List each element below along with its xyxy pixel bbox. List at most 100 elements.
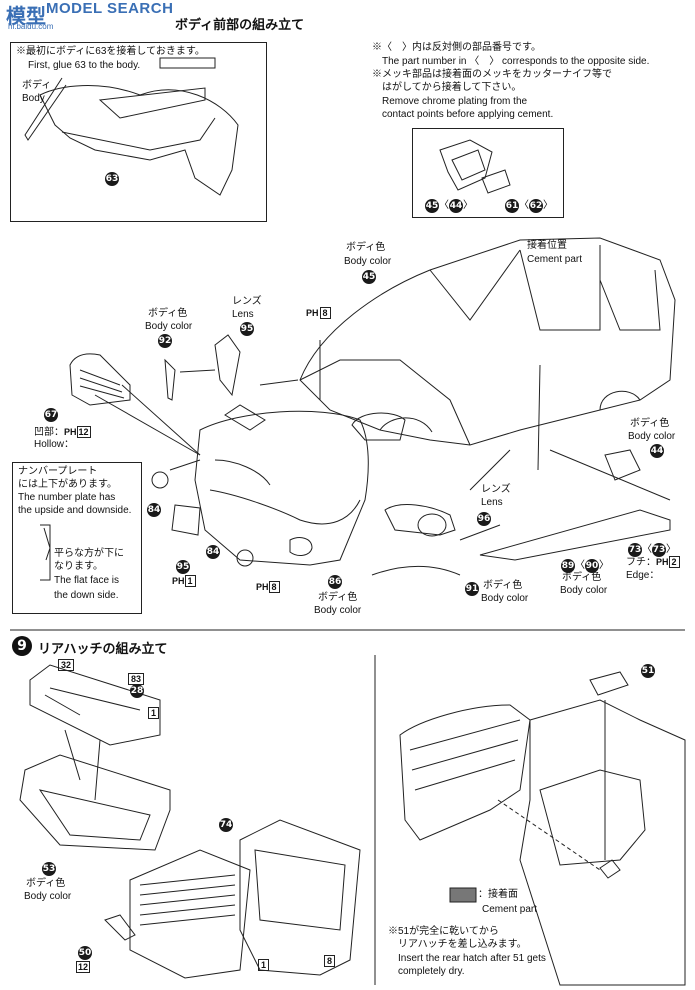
body-color-en-86: Body color xyxy=(314,605,362,616)
note-opposite-en: The part number in 〈 〉 corresponds to th… xyxy=(382,56,650,67)
intro-jp: ※最初にボディに63を接着しておきます。 xyxy=(16,46,205,57)
final-note-en2: completely dry. xyxy=(398,966,465,977)
part-62-label: 62 xyxy=(529,199,543,213)
body-color-en-45: Body color xyxy=(344,256,392,267)
ph-value: 2 xyxy=(668,556,680,568)
ph-32: 32 xyxy=(58,659,75,671)
ph-1-s9a: 1 xyxy=(148,707,160,719)
lens-en-96: Lens xyxy=(481,497,503,508)
part-89-90-label: 89〈90〉 xyxy=(561,559,609,573)
part-86-label: 86 xyxy=(328,575,342,589)
lens-en-95: Lens xyxy=(232,309,254,320)
part-63-label: 63 xyxy=(105,172,119,186)
part-28-label: 28 xyxy=(130,684,144,698)
plate-note-box xyxy=(12,462,142,614)
ph-8-s9: 8 xyxy=(324,955,336,967)
part-67-label: 67 xyxy=(44,408,58,422)
plate-note-en1: The number plate has xyxy=(18,492,116,503)
watermark-url: hi.baidu.com xyxy=(8,22,54,31)
edge-jp: フチ： xyxy=(626,557,656,568)
intro-en: First, glue 63 to the body. xyxy=(28,60,141,71)
final-note-en1: Insert the rear hatch after 51 gets xyxy=(398,953,546,964)
ph-prefix: PH xyxy=(64,427,77,437)
plate-note-jp3: 平らな方が下に xyxy=(54,548,124,559)
body-color-jp-91: ボディ色 xyxy=(483,580,523,591)
watermark-logo-cn: 模型 xyxy=(6,4,46,28)
ph-83: 83 xyxy=(128,673,145,685)
s9-body-color-en: Body color xyxy=(24,891,72,902)
part-95-plate-label: 95 xyxy=(176,560,190,574)
body-color-jp-89: ボディ色 xyxy=(562,572,602,583)
section9-title: リアハッチの組み立て xyxy=(38,641,168,656)
ph-value: 83 xyxy=(128,673,145,685)
watermark-brand: MODEL SEARCH xyxy=(46,0,174,17)
body-color-en-92: Body color xyxy=(145,321,193,332)
intro-body-jp: ボディ xyxy=(22,80,52,91)
part-73-label: 73〈73〉 xyxy=(628,543,676,557)
ph-value: 8 xyxy=(319,307,331,319)
ph-value: 1 xyxy=(258,959,270,971)
part-53-label: 53 xyxy=(42,862,56,876)
part-45-mirror: 45 xyxy=(425,199,439,213)
mirror-parts-right: 61〈62〉 xyxy=(505,199,553,213)
part-95-lens-label: 95 xyxy=(240,322,254,336)
ph-12-s9: 12 xyxy=(76,961,91,973)
cement-legend-en: Cement part xyxy=(482,904,538,915)
final-note-jp1: ※51が完全に乾いてから xyxy=(388,926,499,937)
plate-note-en3: The flat face is xyxy=(54,575,120,586)
body-color-jp-92: ボディ色 xyxy=(148,308,188,319)
ph-prefix: PH xyxy=(256,582,269,592)
lens-jp-95: レンズ xyxy=(232,296,262,307)
cement-legend-jp: ：接着面 xyxy=(478,889,518,900)
section8-title: ボディ前部の組み立て xyxy=(175,17,305,32)
part-44-label: 44 xyxy=(650,444,664,458)
part-74-label: 74 xyxy=(219,818,233,832)
ph-prefix: PH xyxy=(172,576,185,586)
hollow-jp-text: 凹部： xyxy=(34,427,64,438)
note-chrome-jp: ※メッキ部品は接着面のメッキをカッターナイフ等で xyxy=(372,69,612,80)
note-chrome-en2: contact points before applying cement. xyxy=(382,109,554,120)
part-50-label: 50 xyxy=(78,946,92,960)
cement-jp: 接着位置 xyxy=(527,240,567,251)
part-51-label: 51 xyxy=(641,664,655,678)
ph-value: 12 xyxy=(76,961,91,973)
part-91-label: 91 xyxy=(465,582,479,596)
lens-jp-96: レンズ xyxy=(481,484,511,495)
body-color-jp-86: ボディ色 xyxy=(318,592,358,603)
body-color-en-44: Body color xyxy=(628,431,676,442)
ph-prefix: PH xyxy=(656,557,669,567)
mirror-detail-box xyxy=(412,128,564,218)
plate-note-en2: the upside and downside. xyxy=(18,505,132,516)
plate-note-jp2: には上下があります。 xyxy=(18,479,117,490)
plate-note-jp1: ナンバープレート xyxy=(18,466,98,477)
cement-en: Cement part xyxy=(527,254,583,265)
part-89-label: 89 xyxy=(561,559,575,573)
edge-en: Edge： xyxy=(626,570,660,581)
step-9-badge: 9 xyxy=(12,636,32,656)
intro-body-en: Body xyxy=(22,93,45,104)
intro-box xyxy=(10,42,267,222)
part-73-label-b: 73 xyxy=(652,543,666,557)
note-opposite-jp: ※〈 〉内は反対側の部品番号です。 xyxy=(372,42,541,53)
ph-value: 8 xyxy=(324,955,336,967)
body-color-en-89: Body color xyxy=(560,585,608,596)
part-45-label: 45 xyxy=(362,270,376,284)
part-96-label: 96 xyxy=(477,512,491,526)
part-44-mirror: 44 xyxy=(449,199,463,213)
part-84-label-b: 84 xyxy=(206,545,220,559)
mirror-parts-left: 45〈44〉 xyxy=(425,199,473,213)
ph-value: 1 xyxy=(184,575,196,587)
part-73-label-a: 73 xyxy=(628,543,642,557)
watermark-logo: 模型 hi.baidu.com xyxy=(2,0,82,32)
body-color-en-91: Body color xyxy=(481,593,529,604)
ph-1-s9b: 1 xyxy=(258,959,270,971)
final-note-jp2: リアハッチを差し込みます。 xyxy=(398,939,527,950)
part-90-label: 90 xyxy=(585,559,599,573)
ph-value: 1 xyxy=(148,707,160,719)
